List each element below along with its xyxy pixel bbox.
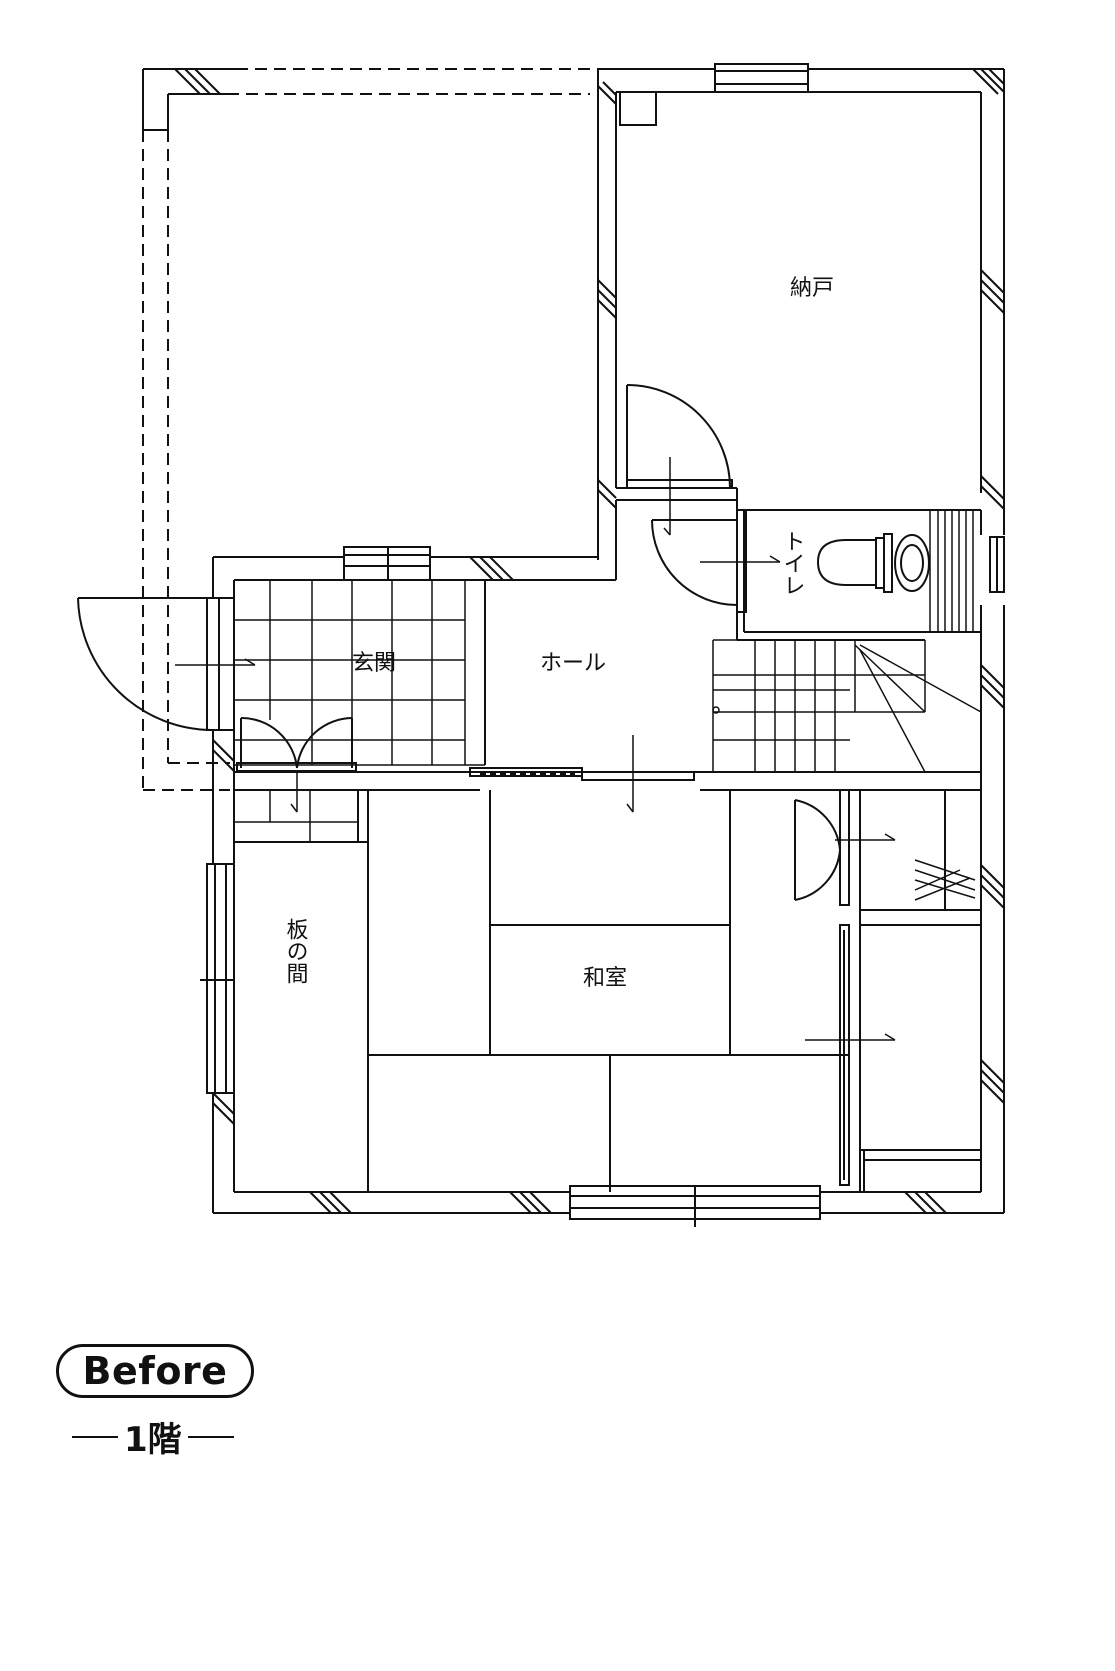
tatami bbox=[233, 790, 850, 1192]
toilet-fixture bbox=[816, 533, 930, 593]
shoe-cabinet bbox=[234, 790, 358, 842]
floor-label-text: 1階 bbox=[124, 1420, 182, 1460]
room-label-genkan: 玄関 bbox=[352, 651, 396, 676]
wall-hatch bbox=[174, 68, 1005, 1214]
closet-lines bbox=[914, 859, 976, 901]
dash-right bbox=[187, 1435, 234, 1438]
dashed-outline bbox=[142, 68, 598, 791]
room-label-nando: 納戸 bbox=[790, 276, 834, 301]
before-badge: Before bbox=[56, 1344, 254, 1398]
arrows bbox=[175, 457, 896, 1041]
exterior-wall bbox=[142, 68, 1005, 1214]
room-label-toilet: トイレ bbox=[780, 530, 805, 596]
dash-left bbox=[72, 1435, 118, 1438]
room-label-hall: ホール bbox=[540, 651, 606, 676]
floor-plan: 納戸 玄関 ホール 和室 トイレ 板の間 bbox=[77, 63, 1005, 1227]
room-label-itanoma: 板の間 bbox=[283, 918, 309, 984]
doors bbox=[77, 384, 850, 1186]
staircase bbox=[712, 510, 982, 773]
windows bbox=[200, 63, 1005, 1227]
room-labels: 納戸 玄関 ホール 和室 トイレ 板の間 bbox=[283, 276, 835, 991]
room-label-washitsu: 和室 bbox=[583, 966, 627, 991]
floor-label: 1階 bbox=[72, 1412, 234, 1461]
